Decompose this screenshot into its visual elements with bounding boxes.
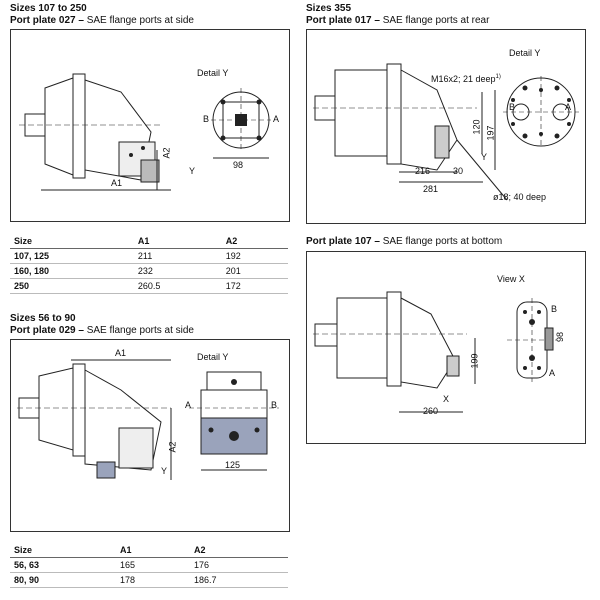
col-a2: A2 [221, 234, 288, 249]
section-title: Sizes 107 to 250 [10, 3, 87, 14]
pump-drawing-029 [17, 359, 279, 480]
drawing-frame-029: Detail Y A1 A2 A B Y 125 [10, 339, 290, 532]
port-b-label: B [509, 102, 516, 112]
port-b-label: B [271, 400, 278, 410]
dim-98-label: 98 [555, 331, 566, 343]
drawing-frame-017: Detail Y M16x2; 21 deep1) B A 120 197 Y … [306, 29, 586, 224]
view-y-label: Y [481, 152, 488, 162]
section-subtitle: Port plate 027 – SAE flange ports at sid… [10, 15, 194, 26]
dim-a2-label: A2 [167, 441, 178, 453]
section-size-355: Sizes 355 Port plate 017 – SAE flange po… [306, 3, 489, 27]
dim-125-label: 125 [225, 460, 241, 470]
col-size: Size [10, 234, 134, 249]
section-sizes-107-250: Sizes 107 to 250 Port plate 027 – SAE fl… [10, 3, 194, 27]
view-x-arrow-label: X [443, 394, 450, 404]
dim-30-label: 30 [453, 166, 464, 176]
section-title: Sizes 56 to 90 [10, 313, 76, 324]
section-sizes-56-90: Sizes 56 to 90 Port plate 029 – SAE flan… [10, 313, 194, 337]
drawing-frame-107: View X B A 98 199 X 260 [306, 251, 586, 444]
dim-199-label: 199 [469, 353, 480, 369]
view-y-label: Y [189, 166, 196, 176]
section-subtitle: Port plate 017 – SAE flange ports at rea… [306, 15, 490, 26]
port-a-label: A [565, 102, 572, 112]
detail-y-label: Detail Y [197, 352, 229, 362]
drawing-frame-027: Detail Y B A 98 A1 A2 Y [10, 29, 290, 222]
section-subtitle: Port plate 107 – SAE flange ports at bot… [306, 236, 503, 247]
detail-y-label: Detail Y [197, 68, 229, 78]
pump-drawing-027 [19, 73, 271, 191]
pump-drawing-017 [313, 63, 579, 201]
view-y-label: Y [161, 466, 168, 476]
dim-281-label: 281 [423, 184, 439, 194]
dim-260-label: 260 [423, 406, 439, 416]
thread-callout: M16x2; 21 deep1) [431, 74, 501, 84]
section-subtitle: Port plate 029 – SAE flange ports at sid… [10, 325, 194, 336]
port-a-label: A [549, 368, 556, 378]
section-title: Sizes 355 [306, 3, 352, 14]
port-a-label: A [185, 400, 192, 410]
port-b-label: B [551, 304, 558, 314]
col-size: Size [10, 543, 117, 558]
view-x-label: View X [497, 274, 525, 284]
dim-a2-label: A2 [161, 147, 172, 159]
port-b-label: B [203, 114, 210, 124]
dim-98-label: 98 [233, 160, 244, 170]
port-a-label: A [273, 114, 280, 124]
detail-y-label: Detail Y [509, 48, 541, 58]
section-port-plate-107: Port plate 107 – SAE flange ports at bot… [306, 236, 502, 248]
hole-callout: ø18; 40 deep [493, 192, 547, 202]
pump-drawing-107 [313, 291, 557, 413]
dim-120-label: 120 [471, 119, 482, 135]
dim-a1-label: A1 [111, 178, 123, 188]
dim-197-label: 197 [485, 125, 496, 141]
dim-216-label: 216 [415, 166, 431, 176]
col-a1: A1 [116, 543, 190, 558]
col-a2: A2 [189, 543, 288, 558]
dim-a1-label: A1 [115, 348, 127, 358]
col-a1: A1 [133, 234, 222, 249]
